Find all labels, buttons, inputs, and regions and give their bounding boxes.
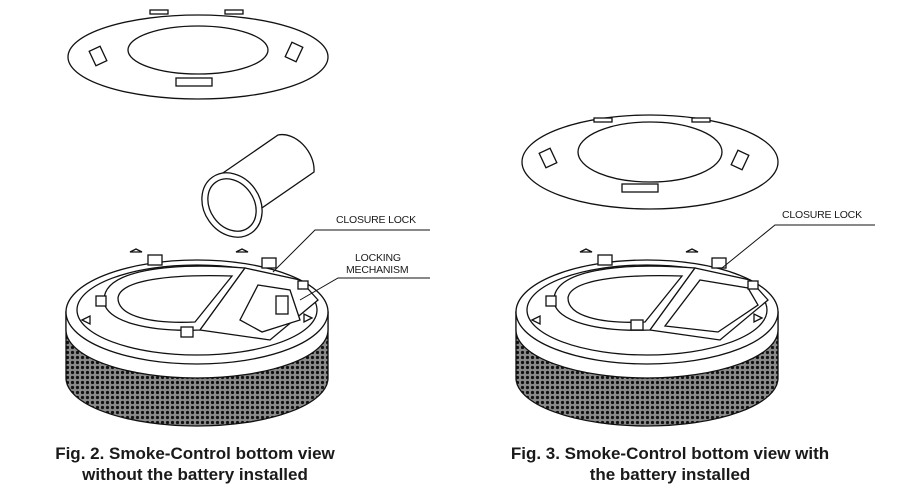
figure-2-caption-line2: without the battery installed [82, 465, 308, 484]
mounting-plate [67, 9, 329, 100]
figure-3-caption-line1: Fig. 3. Smoke-Control bottom view with [510, 444, 830, 463]
callout-lines [721, 224, 875, 269]
callout-lines [272, 229, 430, 301]
figure-3-caption: Fig. 3. Smoke-Control bottom view with t… [470, 443, 870, 485]
figure-3: CLOSURE LOCK [515, 114, 875, 427]
locking-mechanism-label-line2: MECHANISM [346, 264, 408, 276]
figure-2-caption: Fig. 2. Smoke-Control bottom view withou… [20, 443, 370, 485]
figure-2-caption-line1: Fig. 2. Smoke-Control bottom view [55, 444, 335, 463]
mounting-plate [521, 114, 779, 210]
battery [201, 133, 315, 238]
closure-lock-label: CLOSURE LOCK [336, 214, 416, 226]
detector-body [515, 248, 779, 427]
closure-lock-label: CLOSURE LOCK [782, 209, 862, 221]
detector-body [65, 248, 329, 427]
figure-3-caption-line2: the battery installed [589, 465, 751, 484]
figure-2: CLOSURE LOCK LOCKING MECHANISM [65, 9, 430, 427]
locking-mechanism-label-line1: LOCKING [355, 252, 401, 264]
